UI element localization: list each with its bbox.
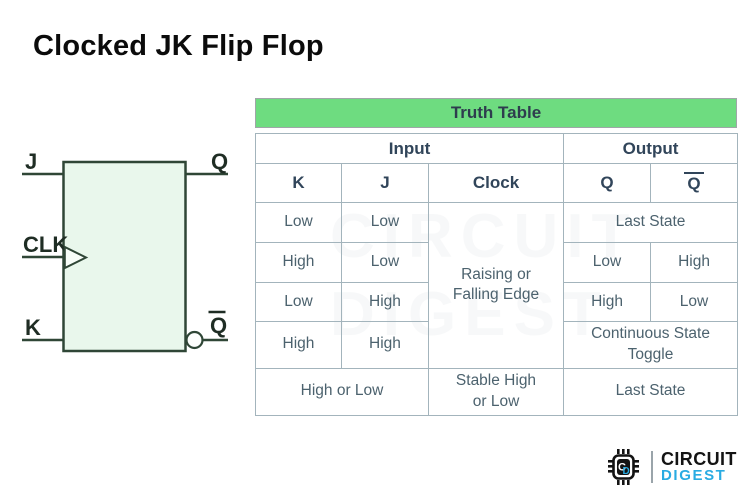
- cell-r2-j: Low: [341, 242, 429, 283]
- chip-letter-d: D: [623, 466, 630, 477]
- cell-r3-q-bar: Low: [650, 282, 739, 322]
- clock-edge-triangle-icon: [63, 245, 89, 270]
- chip-outline: [612, 454, 635, 480]
- cell-r1-output: Last State: [563, 202, 739, 243]
- cell-r1-k: Low: [255, 202, 342, 243]
- table-row: High High Continuous State Toggle: [255, 321, 739, 369]
- truth-table: Truth Table Input Output K J Clock Q Q: [254, 98, 739, 416]
- cell-clock-merged: Raising or Falling Edge: [427, 202, 565, 369]
- cell-r4-k: High: [255, 321, 342, 369]
- circuitdigest-logo: C D CIRCUIT DIGEST: [605, 445, 737, 489]
- table-row: Low High High Low: [255, 282, 739, 322]
- truth-table-grid: Input Output K J Clock Q Q Low Low Raisi…: [254, 133, 739, 416]
- col-header-clock: Clock: [427, 163, 565, 203]
- page-title: Clocked JK Flip Flop: [33, 30, 324, 62]
- col-header-q-bar: Q: [650, 163, 739, 203]
- cell-r5-kj: High or Low: [255, 367, 429, 416]
- truth-table-title: Truth Table: [255, 98, 737, 128]
- cell-r2-q: Low: [563, 242, 652, 283]
- cell-r3-k: Low: [255, 282, 342, 322]
- cell-r4-output: Continuous State Toggle: [563, 321, 739, 369]
- table-row: High or Low Stable High or Low Last Stat…: [255, 367, 739, 416]
- cell-r4-j: High: [341, 321, 429, 369]
- q-bar-overbar: Q: [684, 172, 704, 193]
- chip-pins: [608, 449, 639, 485]
- cell-r2-k: High: [255, 242, 342, 283]
- cell-r1-j: Low: [341, 202, 429, 243]
- cell-r3-q: High: [563, 282, 652, 322]
- q-bar-output-label: Q: [210, 313, 227, 338]
- col-header-j: J: [341, 163, 429, 203]
- logo-divider: [651, 451, 653, 483]
- j-input-label: J: [25, 149, 37, 174]
- cell-r2-q-bar: High: [650, 242, 739, 283]
- chip-letter-c: C: [618, 462, 626, 474]
- logo-text-circuit: CIRCUIT: [661, 448, 737, 469]
- col-header-q: Q: [563, 163, 652, 203]
- clk-input-label: CLK: [23, 232, 68, 257]
- clock-merged-text: Raising or Falling Edge: [452, 265, 540, 304]
- inversion-bubble-icon: [185, 330, 204, 350]
- cell-r5-output: Last State: [563, 367, 739, 416]
- table-row: High Low Low High: [255, 242, 739, 283]
- chip-icon: C D: [608, 449, 639, 485]
- col-header-k: K: [255, 163, 342, 203]
- table-row: Low Low Raising or Falling Edge Last Sta…: [255, 202, 739, 369]
- jk-flipflop-diagram: J Q CLK K Q: [22, 149, 228, 353]
- col-group-output: Output: [563, 133, 739, 164]
- chip-core: [617, 459, 630, 475]
- logo-text: CIRCUIT DIGEST: [661, 450, 737, 485]
- k-input-label: K: [25, 315, 41, 340]
- r5-clock-text: Stable High or Low: [455, 371, 537, 410]
- logo-text-digest: DIGEST: [661, 466, 727, 484]
- cell-r3-j: High: [341, 282, 429, 322]
- col-group-input: Input: [254, 133, 565, 164]
- q-output-label: Q: [211, 149, 228, 174]
- cell-r5-clock: Stable High or Low: [427, 367, 565, 416]
